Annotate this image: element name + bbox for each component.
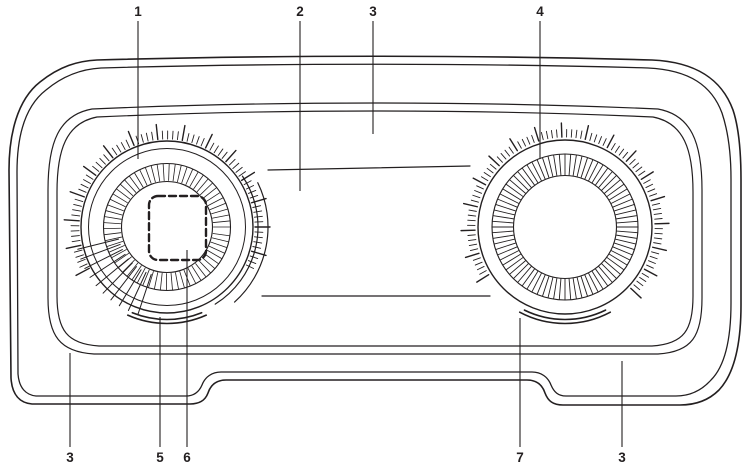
dashed-display-window [147,194,208,262]
callout-2: 2 [296,4,304,191]
display-screen-outline [56,110,694,347]
cluster-housing [8,55,742,406]
left-gauge-inner-rim [88,148,246,306]
right-gauge-bottom-trim-inner [523,309,607,321]
callout-3-bottom-left-label: 3 [66,450,74,465]
callout-6: 6 [183,250,191,465]
callout-4-label: 4 [536,4,544,19]
callout-2-label: 2 [296,4,304,19]
callout-5: 5 [156,317,164,465]
housing-outer-outline [8,55,742,406]
display-bezel-lip-outline [47,102,703,355]
callout-3-top: 3 [369,4,377,134]
callout-1-label: 1 [134,4,142,19]
left-gauge-side-arc-inner [214,175,259,305]
callouts: 1 2 3 4 3 5 6 7 [66,4,626,465]
right-gauge-segment-ring [492,154,638,300]
housing-inner-outline [16,63,732,397]
left-gauge-outer-rim [80,140,254,314]
callout-7: 7 [516,318,524,465]
right-gauge-segment-ring-inner-edge [512,174,618,280]
left-gauge-tick-ring [63,123,271,277]
callout-4: 4 [536,4,544,159]
callout-7-label: 7 [516,450,524,465]
right-gauge-segment-ring-outer-edge [491,153,639,301]
center-display-top-line [267,165,471,171]
left-gauge-segment-ring-inner-edge [120,180,214,274]
callout-3-top-label: 3 [369,4,377,19]
left-gauge-segment-ring [103,163,231,291]
left-gauge [63,123,271,325]
left-gauge-segment-ring-outer-edge [102,162,232,292]
left-gauge-bottom-trim-inner [131,311,203,321]
callout-6-label: 6 [183,450,191,465]
callout-1: 1 [134,4,142,159]
callout-5-label: 5 [156,450,164,465]
left-gauge-scale-fan [77,238,152,315]
callout-3-bottom-left: 3 [66,353,74,465]
callout-3-bottom-right: 3 [618,361,626,465]
center-display [261,165,491,297]
right-gauge [460,122,670,325]
right-gauge-tick-ring [460,122,670,299]
callout-3-bottom-right-label: 3 [618,450,626,465]
right-gauge-outer-rim [477,139,653,315]
left-gauge-side-arc-outer [233,182,269,303]
left-gauge-bottom-trim-outer [126,314,208,325]
right-gauge-bottom-trim-outer [518,311,612,325]
